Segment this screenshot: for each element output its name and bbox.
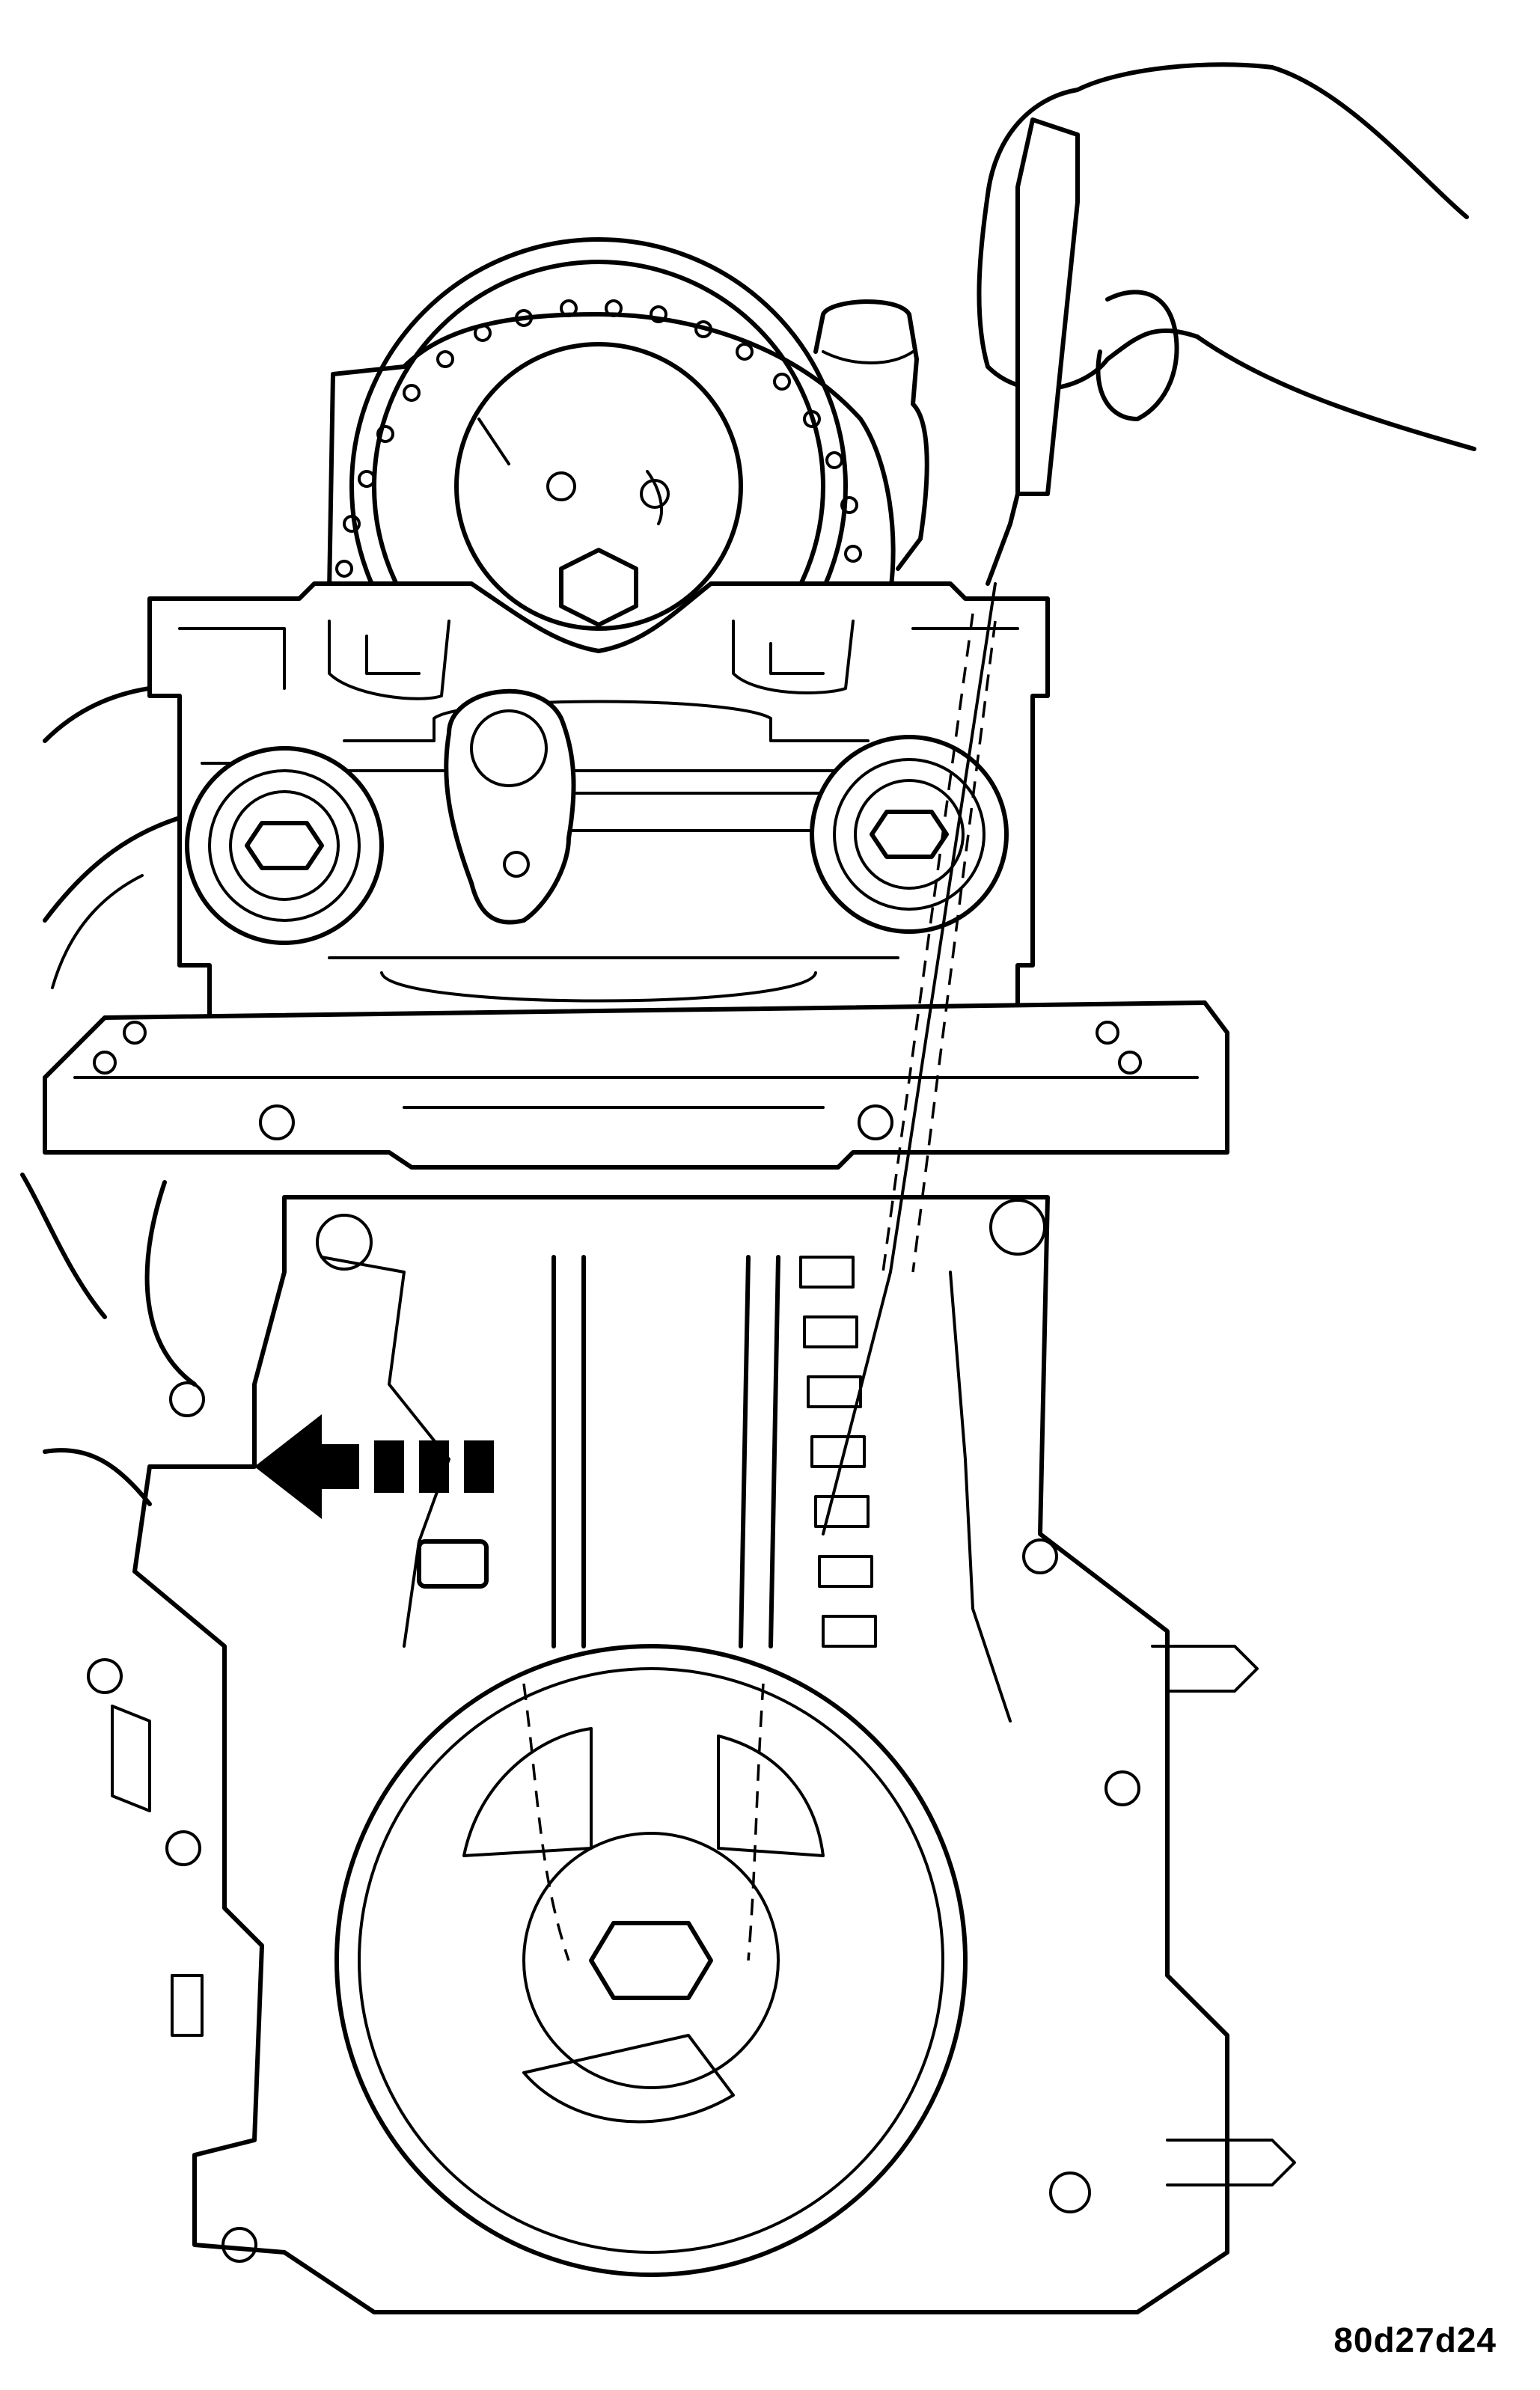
timing-chain-upper bbox=[335, 299, 862, 578]
mounting-rail bbox=[43, 1000, 1229, 1170]
left-cam-nut bbox=[185, 746, 384, 945]
chain-guide-arm bbox=[444, 688, 576, 925]
timing-cover bbox=[87, 1195, 1296, 2314]
tensioner-bolt bbox=[417, 1539, 489, 1589]
cylinder-head bbox=[147, 581, 1050, 1050]
camshaft-sprocket bbox=[327, 237, 896, 736]
figure-reference-code: 80d27d24 bbox=[1333, 2320, 1497, 2359]
hand-with-screwdriver bbox=[822, 62, 1476, 1535]
chain-guide-blocks bbox=[799, 1256, 877, 1648]
cam-actuator bbox=[813, 299, 929, 571]
right-cam-nut bbox=[810, 735, 1009, 934]
cam-bolt bbox=[559, 548, 638, 627]
timing-chain-lower bbox=[551, 1255, 780, 1648]
arrow-left-icon bbox=[254, 1414, 494, 1519]
crank-bolt bbox=[589, 1921, 713, 2000]
